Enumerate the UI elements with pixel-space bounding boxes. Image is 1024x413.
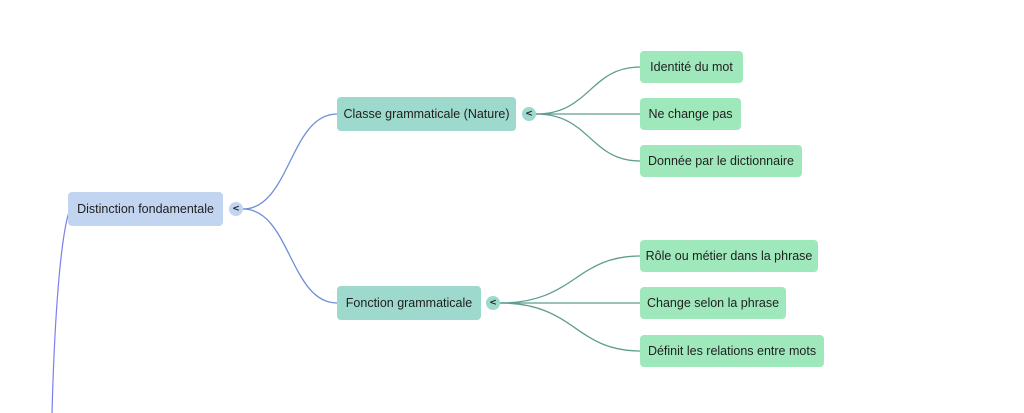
branch-node-nature[interactable]: Classe grammaticale (Nature) [337, 97, 516, 131]
leaf-node-ne-change-pas[interactable]: Ne change pas [640, 98, 741, 130]
root-node[interactable]: Distinction fondamentale [68, 192, 223, 226]
leaf-node-dictionnaire[interactable]: Donnée par le dictionnaire [640, 145, 802, 177]
fonction-to-leaf-3-connector [499, 302, 641, 352]
nature-to-leaf-1-connector [535, 66, 641, 115]
root-to-nature-connector [242, 113, 338, 210]
fonction-to-leaf-1-connector [499, 255, 641, 304]
branch-node-fonction[interactable]: Fonction grammaticale [337, 286, 481, 320]
nature-collapse-toggle[interactable]: < [522, 107, 536, 121]
root-to-fonction-connector [242, 208, 338, 304]
leaf-node-relations[interactable]: Définit les relations entre mots [640, 335, 824, 367]
leaf-node-role[interactable]: Rôle ou métier dans la phrase [640, 240, 818, 272]
fonction-collapse-toggle[interactable]: < [486, 296, 500, 310]
trunk-connector [51, 208, 71, 413]
root-collapse-toggle[interactable]: < [229, 202, 243, 216]
leaf-node-change-selon[interactable]: Change selon la phrase [640, 287, 786, 319]
leaf-node-identite[interactable]: Identité du mot [640, 51, 743, 83]
nature-to-leaf-3-connector [535, 113, 641, 162]
